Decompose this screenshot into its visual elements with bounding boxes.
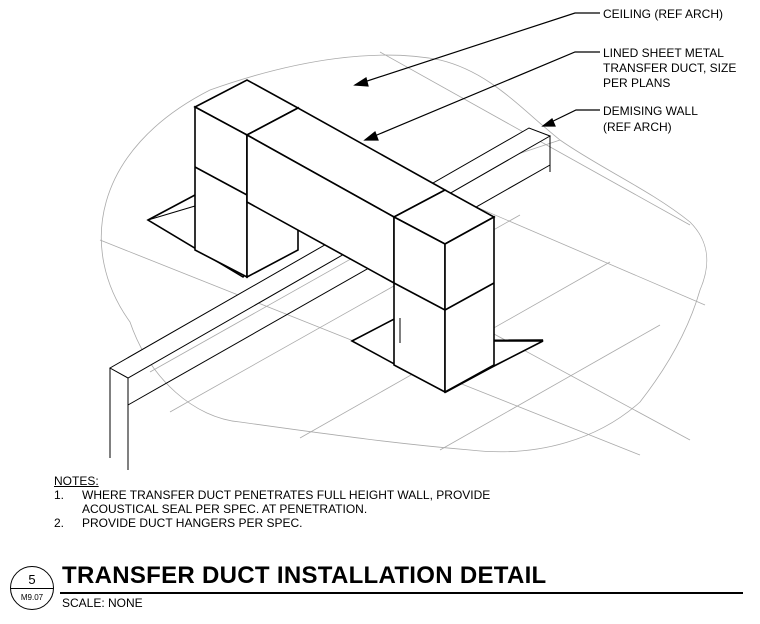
- leader-lines: [353, 12, 600, 141]
- note-item: 2. PROVIDE DUCT HANGERS PER SPEC.: [54, 516, 303, 530]
- detail-bubble: 5 M9.07: [10, 566, 54, 610]
- sheet-ref: M9.07: [20, 593, 44, 602]
- callout-ceiling: CEILING (REF ARCH): [603, 7, 723, 21]
- notes-block: NOTES: 1. WHERE TRANSFER DUCT PENETRATES…: [54, 474, 490, 530]
- transfer-duct: [245, 107, 447, 285]
- scale-label: SCALE: NONE: [62, 596, 143, 610]
- detail-number: 5: [28, 572, 36, 587]
- detail-title: TRANSFER DUCT INSTALLATION DETAIL: [62, 562, 547, 589]
- title-rule: [60, 592, 743, 594]
- callout-duct: LINED SHEET METAL TRANSFER DUCT, SIZE PE…: [603, 46, 740, 90]
- right-duct-riser: [350, 189, 544, 394]
- callout-wall: DEMISING WALL (REF ARCH): [603, 104, 701, 134]
- title-block: 5 M9.07 TRANSFER DUCT INSTALLATION DETAI…: [0, 560, 760, 624]
- notes-heading: NOTES:: [54, 474, 99, 488]
- note-item: 1. WHERE TRANSFER DUCT PENETRATES FULL H…: [54, 488, 491, 516]
